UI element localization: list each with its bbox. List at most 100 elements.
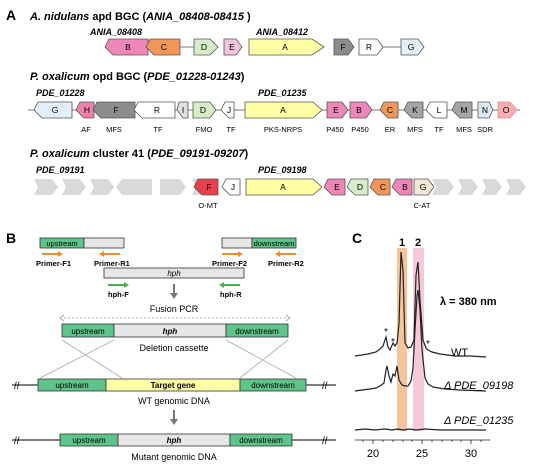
fusion-pcr-label: Fusion PCR	[150, 304, 199, 314]
fusion-dash-right	[285, 314, 291, 322]
svg-text:downstream: downstream	[251, 381, 295, 390]
cluster2-genes	[33, 101, 518, 119]
gene-G	[413, 178, 435, 196]
gene-R	[133, 101, 176, 119]
callout-pde-09191: PDE_09191	[36, 165, 85, 175]
hph-fragment: hph	[103, 267, 245, 279]
primer-labels: Primer-F1 Primer-R1 Primer-F2 Primer-R2	[36, 259, 304, 268]
svg-text:B: B	[402, 182, 408, 192]
gene-C	[379, 101, 399, 119]
cluster3-title: P. oxalicum cluster 41 (PDE_09191-09207)	[30, 148, 248, 160]
trace-wt	[354, 251, 487, 358]
svg-text:M: M	[460, 105, 467, 115]
trace-pde-09198	[354, 289, 487, 392]
svg-text:E: E	[334, 182, 340, 192]
svg-text:downstream: downstream	[235, 327, 279, 336]
gene-R	[358, 38, 384, 56]
svg-text:downstream: downstream	[239, 436, 283, 445]
cluster2-annotations: AF MFS TF FMO TF PKS-NRPS P450 P450 ER M…	[81, 125, 493, 134]
svg-text:P450: P450	[351, 125, 369, 134]
svg-text:F: F	[206, 182, 211, 192]
svg-text:MFS: MFS	[456, 125, 472, 134]
fusion-dash-left	[59, 314, 65, 322]
svg-text://: //	[322, 381, 328, 392]
callout-ania-08408: ANIA_08408	[89, 27, 142, 37]
gene-A	[244, 101, 323, 119]
gene-E	[323, 178, 346, 196]
gene-B	[391, 178, 413, 196]
svg-text:A: A	[280, 105, 286, 115]
panel-b-label: B	[6, 230, 16, 246]
gene-F	[193, 178, 219, 196]
svg-text:H: H	[84, 105, 90, 115]
svg-text:C: C	[380, 182, 386, 192]
svg-text://: //	[14, 381, 20, 392]
svg-text:C: C	[161, 42, 167, 52]
svg-text:FMO: FMO	[196, 125, 213, 134]
svg-text:G: G	[52, 105, 59, 115]
gene-C	[369, 178, 391, 196]
svg-text:E: E	[333, 105, 339, 115]
svg-text:downstream: downstream	[254, 239, 295, 248]
downstream-fragment: downstream	[221, 237, 297, 249]
gene-D	[193, 38, 219, 56]
gene-J	[221, 178, 241, 196]
svg-text:SDR: SDR	[477, 125, 493, 134]
trace-label-wt: WT	[451, 347, 468, 359]
svg-text:hph: hph	[167, 269, 181, 278]
svg-text:G: G	[420, 182, 427, 192]
crossover-lines	[39, 339, 297, 379]
callout-ania-08412: ANIA_08412	[255, 27, 308, 37]
svg-text:N: N	[482, 105, 488, 115]
gene-F	[333, 38, 355, 56]
wt-star-2: *	[391, 337, 395, 348]
svg-text:I: I	[182, 105, 184, 115]
hph-r-label: hph-R	[220, 290, 242, 299]
svg-text:B: B	[125, 42, 131, 52]
cluster3-genes	[193, 178, 435, 196]
gene-B	[349, 101, 373, 119]
svg-text:A: A	[282, 42, 288, 52]
svg-text://: //	[14, 436, 20, 447]
gene-J	[220, 101, 235, 119]
svg-text:MFS: MFS	[407, 125, 423, 134]
peak1-highlight	[397, 248, 407, 431]
gene-D	[346, 178, 369, 196]
svg-text:upstream: upstream	[46, 239, 77, 248]
svg-text:R: R	[366, 42, 372, 52]
gene-L	[425, 101, 448, 119]
svg-text:L: L	[437, 105, 442, 115]
cluster1-title: A. nidulans apd BGC (ANIA_08408-08415 )	[29, 11, 251, 23]
svg-text:Primer-F1: Primer-F1	[36, 259, 71, 268]
trace-label-pde-09198: Δ PDE_09198	[443, 380, 514, 392]
cluster1-gene-labels: B C D E A F R G	[125, 42, 414, 52]
svg-text:upstream: upstream	[55, 381, 89, 390]
gene-D	[192, 101, 217, 119]
gene-E	[326, 101, 349, 119]
flow-arrow-1	[170, 284, 178, 299]
gene-K	[403, 101, 424, 119]
callout-pde-09198: PDE_09198	[258, 165, 307, 175]
svg-text:J: J	[227, 105, 231, 115]
gene-B	[104, 38, 149, 56]
svg-text:G: G	[408, 42, 415, 52]
mutant-genomic-dna: // // upstream hph downstream	[12, 433, 336, 447]
primer-arrows	[42, 251, 296, 257]
cluster3-annotations: O-MT C-AT	[198, 201, 430, 210]
wavelength-label: λ = 380 nm	[440, 296, 497, 308]
svg-text:D: D	[357, 182, 363, 192]
svg-text:upstream: upstream	[72, 436, 106, 445]
peak2-label: 2	[415, 237, 421, 249]
gene-A	[248, 38, 325, 56]
svg-text:hph: hph	[167, 436, 182, 445]
trace-pde-01235	[354, 428, 486, 431]
flow-arrow-2	[170, 410, 178, 425]
svg-text:Primer-F2: Primer-F2	[212, 259, 247, 268]
svg-text:25: 25	[416, 448, 428, 460]
gene-G	[400, 38, 425, 56]
gene-A	[245, 178, 323, 196]
wt-dna-label: WT genomic DNA	[138, 396, 210, 406]
svg-text:C: C	[387, 105, 393, 115]
svg-text:30: 30	[465, 448, 477, 460]
